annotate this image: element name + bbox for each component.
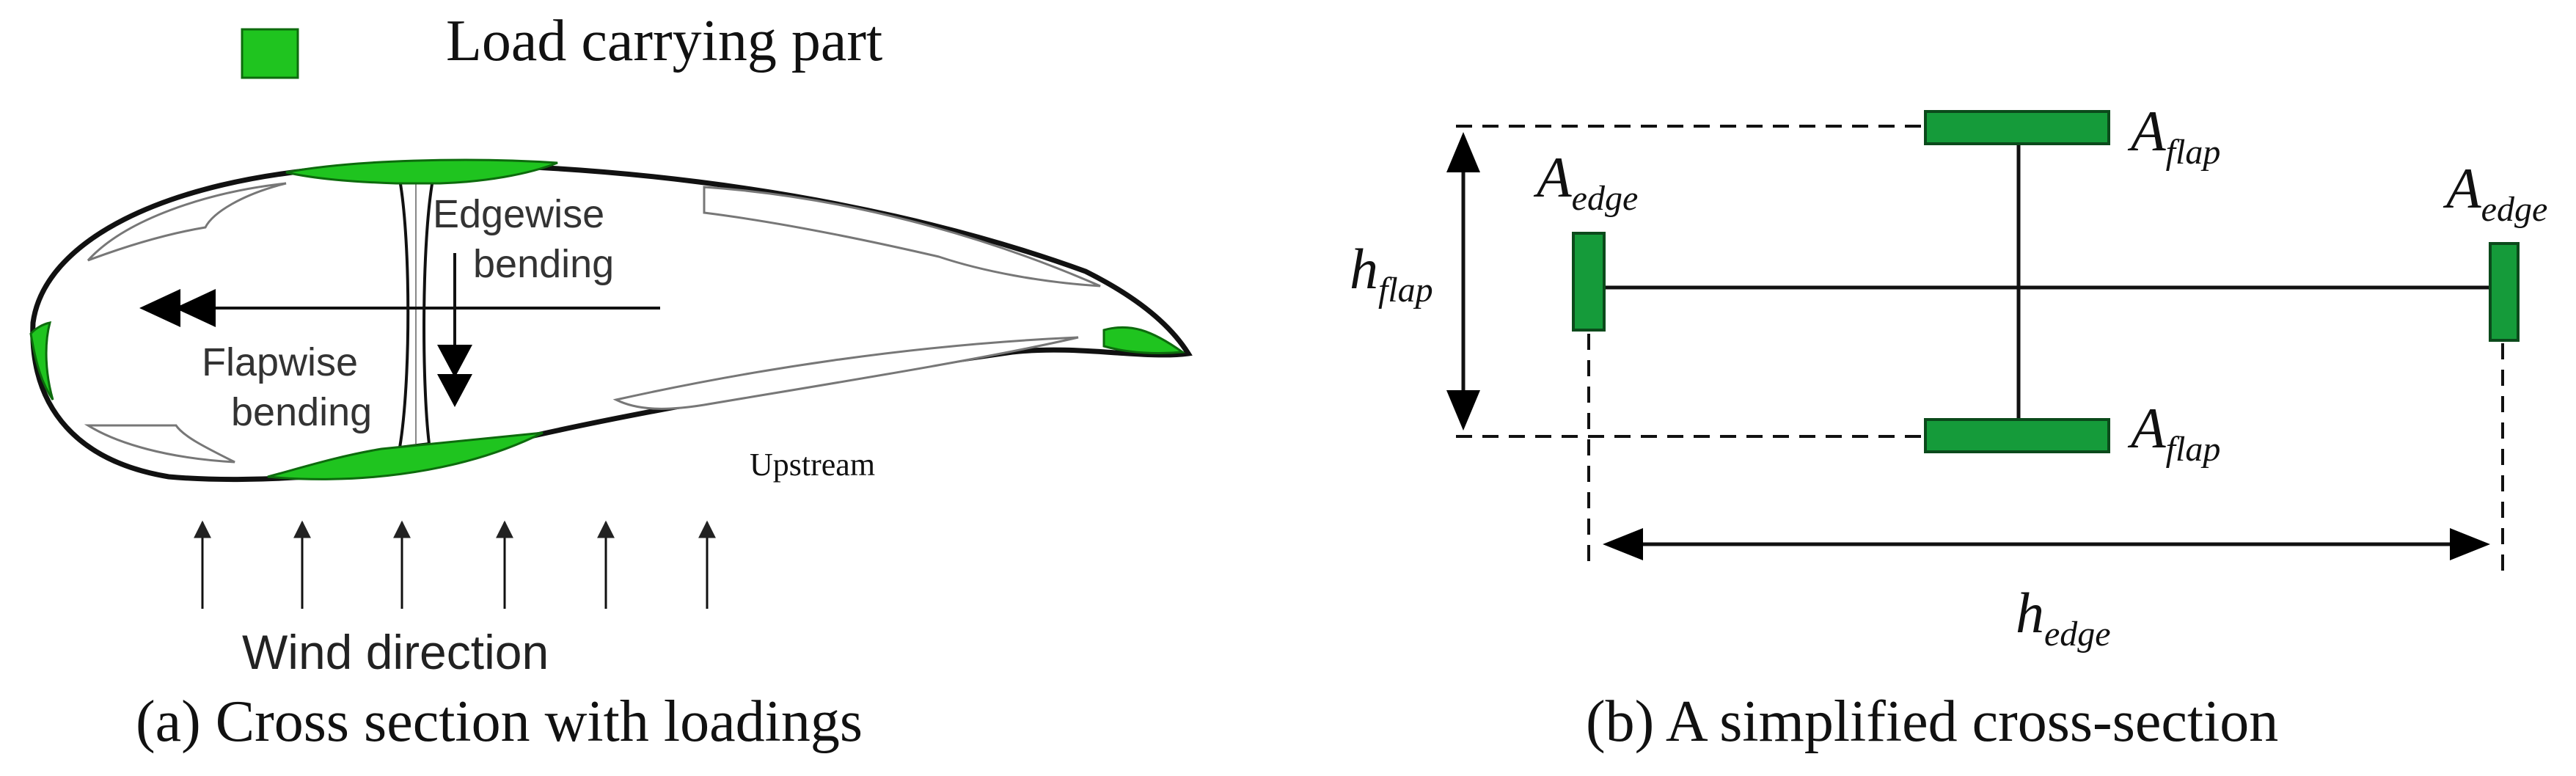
flange-left xyxy=(1572,232,1606,332)
label-a-edge-left-sub: edge xyxy=(1572,179,1639,218)
label-a-flap-bottom-main: A xyxy=(2127,396,2166,460)
panel-a-caption: (a) Cross section with loadings xyxy=(136,689,863,754)
hedge-arrowhead-right xyxy=(2450,528,2490,560)
legend-swatch xyxy=(241,28,299,79)
flange-bottom xyxy=(1924,418,2110,453)
hflap-arrowhead-bottom xyxy=(1446,390,1480,431)
airfoil-inner-leading-bottom xyxy=(84,424,235,464)
airfoil-inner-trailing-bottom xyxy=(612,336,1079,410)
label-a-flap-bottom: Aflap xyxy=(2127,396,2220,469)
panel-a: Edgewise bending Flapwise bending Upstre… xyxy=(29,158,1193,754)
label-h-edge-sub: edge xyxy=(2044,615,2111,654)
edgewise-label-line1: Edgewise xyxy=(433,192,604,236)
edgewise-arrowhead-2 xyxy=(437,374,472,407)
trailing-edge-reinforcement xyxy=(1102,326,1186,354)
label-a-edge-left-main: A xyxy=(1533,145,1572,209)
legend-label: Load carrying part xyxy=(446,9,882,73)
wind-arrows xyxy=(194,520,716,609)
edgewise-label-line2: bending xyxy=(473,242,614,286)
flange-top xyxy=(1924,110,2110,145)
flapwise-label-line2: bending xyxy=(231,390,372,434)
airfoil-inner-leading xyxy=(87,182,287,262)
flapwise-arrowhead-1 xyxy=(139,289,180,327)
label-h-flap: hflap xyxy=(1350,237,1433,310)
label-h-edge-main: h xyxy=(2016,581,2044,645)
airfoil-inner-trailing-top xyxy=(703,186,1101,288)
panel-b: Aflap Aflap Aedge Aedge hflap hedge (b) … xyxy=(1350,99,2547,754)
label-a-edge-right-sub: edge xyxy=(2481,190,2548,229)
label-a-flap-bottom-sub: flap xyxy=(2166,430,2221,469)
spar-cap-top xyxy=(285,158,558,185)
label-a-edge-right: Aedge xyxy=(2443,156,2547,229)
label-a-flap-top-main: A xyxy=(2127,99,2166,163)
hflap-arrowhead-top xyxy=(1446,132,1480,172)
flapwise-arrowhead-2 xyxy=(175,289,216,327)
label-a-edge-right-main: A xyxy=(2443,156,2481,220)
flapwise-label-line1: Flapwise xyxy=(202,340,358,384)
label-h-edge: hedge xyxy=(2016,581,2111,654)
upstream-label: Upstream xyxy=(750,447,875,483)
edgewise-arrowhead-1 xyxy=(437,345,472,378)
label-a-edge-left: Aedge xyxy=(1533,145,1638,218)
panel-b-caption: (b) A simplified cross-section xyxy=(1586,689,2278,754)
spar-cap-bottom xyxy=(267,431,544,480)
flange-right xyxy=(2489,242,2520,342)
leading-edge-reinforcement xyxy=(29,321,54,400)
label-a-flap-top-sub: flap xyxy=(2166,133,2221,172)
label-h-flap-main: h xyxy=(1350,237,1378,301)
hedge-arrowhead-left xyxy=(1603,528,1643,560)
wind-direction-label: Wind direction xyxy=(242,625,549,679)
label-a-flap-top: Aflap xyxy=(2127,99,2220,172)
label-h-flap-sub: flap xyxy=(1378,271,1433,310)
